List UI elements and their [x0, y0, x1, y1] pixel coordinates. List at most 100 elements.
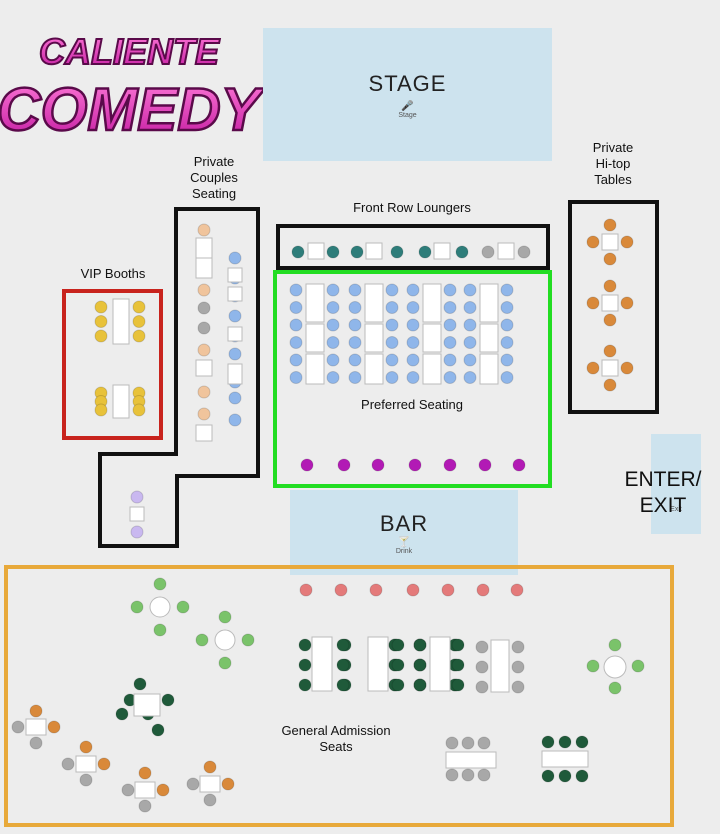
seat[interactable]	[326, 245, 340, 259]
seat[interactable]	[133, 677, 147, 691]
seat[interactable]	[541, 735, 555, 749]
seat[interactable]	[289, 283, 303, 297]
seat[interactable]	[385, 353, 399, 367]
seat[interactable]	[445, 768, 459, 782]
seat[interactable]	[348, 301, 362, 314]
seat[interactable]	[195, 633, 209, 647]
seat[interactable]	[348, 283, 362, 297]
seat[interactable]	[586, 659, 600, 673]
seat[interactable]	[197, 343, 211, 357]
seat[interactable]	[132, 329, 146, 343]
seat[interactable]	[500, 301, 514, 314]
seat[interactable]	[132, 403, 146, 417]
seat[interactable]	[451, 658, 465, 672]
seat[interactable]	[608, 681, 622, 695]
seat[interactable]	[603, 378, 617, 392]
seat[interactable]	[443, 318, 457, 332]
seat[interactable]	[476, 583, 490, 597]
seat[interactable]	[326, 283, 340, 297]
seat[interactable]	[197, 407, 211, 421]
seat[interactable]	[130, 490, 144, 504]
seat[interactable]	[228, 413, 242, 427]
seat[interactable]	[197, 301, 211, 315]
seat[interactable]	[151, 723, 165, 737]
seat[interactable]	[79, 740, 93, 754]
seat[interactable]	[153, 577, 167, 591]
seat[interactable]	[289, 301, 303, 314]
seat[interactable]	[406, 353, 420, 367]
seat[interactable]	[413, 638, 427, 652]
seat[interactable]	[603, 279, 617, 293]
seat[interactable]	[289, 371, 303, 384]
seat[interactable]	[385, 318, 399, 332]
seat[interactable]	[334, 583, 348, 597]
seat[interactable]	[631, 659, 645, 673]
seat[interactable]	[443, 336, 457, 349]
seat[interactable]	[385, 301, 399, 314]
seat[interactable]	[218, 610, 232, 624]
seat[interactable]	[132, 315, 146, 328]
seat[interactable]	[197, 321, 211, 335]
seat[interactable]	[228, 309, 242, 323]
seat[interactable]	[228, 347, 242, 361]
seat[interactable]	[463, 336, 477, 349]
seat[interactable]	[228, 391, 242, 405]
seat[interactable]	[94, 403, 108, 417]
seat[interactable]	[455, 245, 469, 259]
seat[interactable]	[326, 301, 340, 314]
seat[interactable]	[121, 783, 135, 797]
seat[interactable]	[608, 638, 622, 652]
seat[interactable]	[406, 336, 420, 349]
seat[interactable]	[603, 252, 617, 266]
seat[interactable]	[29, 736, 43, 750]
seat[interactable]	[620, 235, 634, 249]
seat[interactable]	[586, 296, 600, 310]
seat[interactable]	[586, 361, 600, 375]
seat[interactable]	[348, 336, 362, 349]
seat[interactable]	[197, 385, 211, 399]
seat[interactable]	[348, 353, 362, 367]
seat[interactable]	[408, 458, 422, 472]
seat[interactable]	[348, 318, 362, 332]
seat[interactable]	[326, 318, 340, 332]
seat[interactable]	[558, 735, 572, 749]
seat[interactable]	[203, 760, 217, 774]
seat[interactable]	[11, 720, 25, 734]
seat[interactable]	[369, 583, 383, 597]
seat[interactable]	[94, 300, 108, 314]
seat[interactable]	[413, 678, 427, 692]
seat[interactable]	[298, 658, 312, 672]
seat[interactable]	[451, 678, 465, 692]
seat[interactable]	[390, 245, 404, 259]
seat[interactable]	[406, 371, 420, 384]
seat[interactable]	[391, 678, 405, 692]
seat[interactable]	[203, 793, 217, 807]
seat[interactable]	[445, 736, 459, 750]
seat[interactable]	[541, 769, 555, 783]
seat[interactable]	[575, 735, 589, 749]
seat[interactable]	[47, 720, 61, 734]
seat[interactable]	[94, 329, 108, 343]
seat[interactable]	[197, 223, 211, 237]
seat[interactable]	[228, 251, 242, 265]
seat[interactable]	[461, 736, 475, 750]
seat[interactable]	[186, 777, 200, 791]
seat[interactable]	[350, 245, 364, 259]
seat[interactable]	[61, 757, 75, 771]
seat[interactable]	[500, 283, 514, 297]
seat[interactable]	[586, 235, 600, 249]
seat[interactable]	[115, 707, 129, 721]
seat[interactable]	[391, 638, 405, 652]
seat[interactable]	[156, 783, 170, 797]
seat[interactable]	[326, 371, 340, 384]
seat[interactable]	[391, 658, 405, 672]
seat[interactable]	[463, 353, 477, 367]
seat[interactable]	[291, 245, 305, 259]
seat[interactable]	[161, 693, 175, 707]
seat[interactable]	[443, 301, 457, 314]
seat[interactable]	[406, 301, 420, 314]
seat[interactable]	[130, 525, 144, 539]
seat[interactable]	[385, 336, 399, 349]
seat[interactable]	[298, 678, 312, 692]
seat[interactable]	[603, 218, 617, 232]
